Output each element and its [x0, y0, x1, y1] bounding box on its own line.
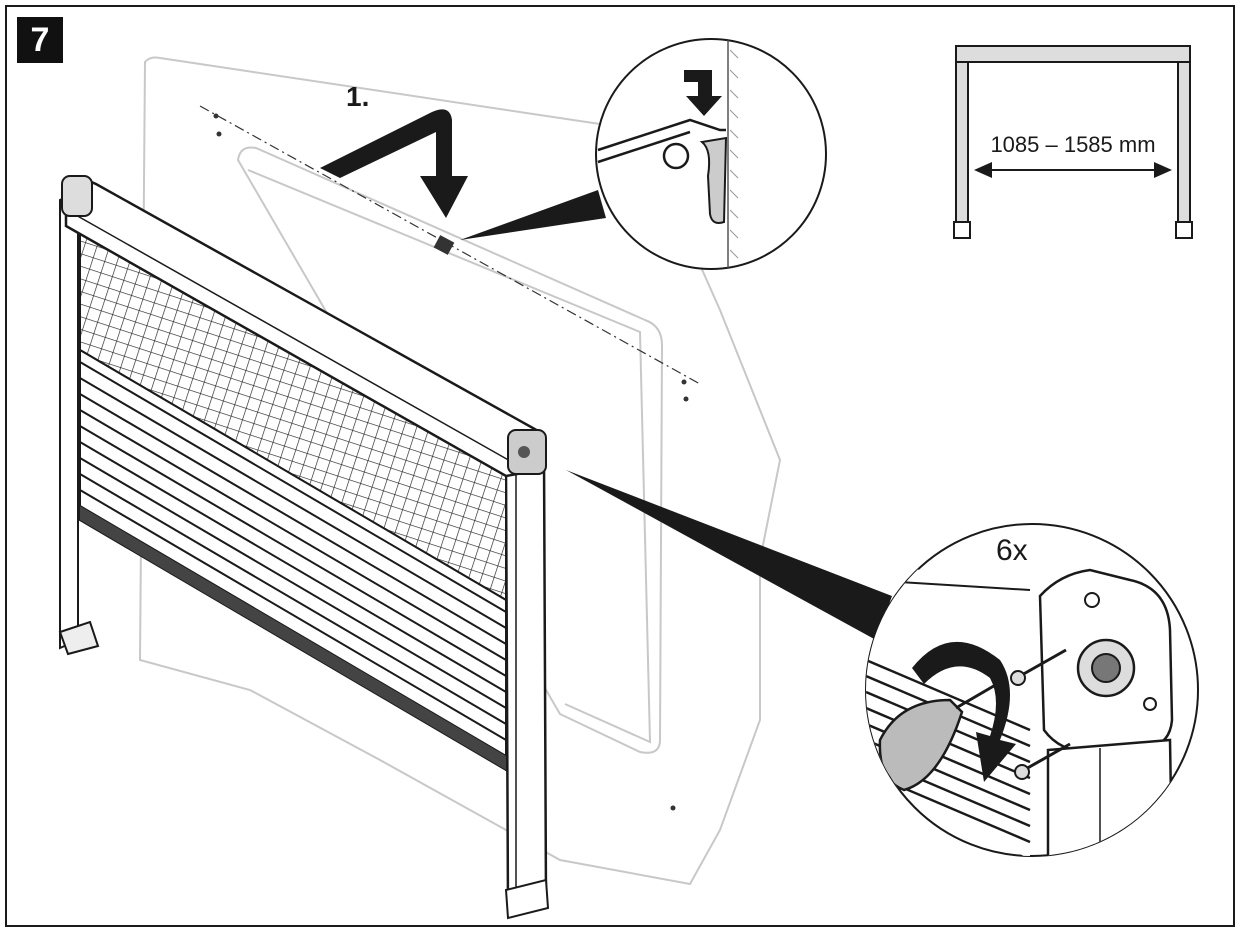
frame-width-diagram [953, 45, 1193, 239]
blind-unit [58, 175, 550, 920]
drill-hole [681, 379, 687, 385]
step-number-badge: 7 [17, 17, 63, 63]
drill-hole [216, 131, 222, 137]
bracket-detail-callout [595, 38, 827, 270]
diagram-border [5, 5, 1235, 927]
drill-hole [670, 805, 676, 811]
endcap-screw-detail-callout [865, 523, 1199, 857]
action-step-label: 1. [346, 81, 369, 112]
rotate-clockwise-arrow [912, 641, 1016, 782]
detail-pointer-bottom [566, 470, 892, 640]
drill-hole [683, 396, 689, 402]
drill-hole [213, 113, 219, 119]
detail-pointer-top [460, 190, 606, 240]
mount-down-arrow [320, 109, 468, 218]
width-dimension-label: 1085 – 1585 mm [990, 132, 1155, 157]
mounting-bracket [433, 235, 455, 255]
screw-count-label: 6x [996, 534, 1028, 567]
